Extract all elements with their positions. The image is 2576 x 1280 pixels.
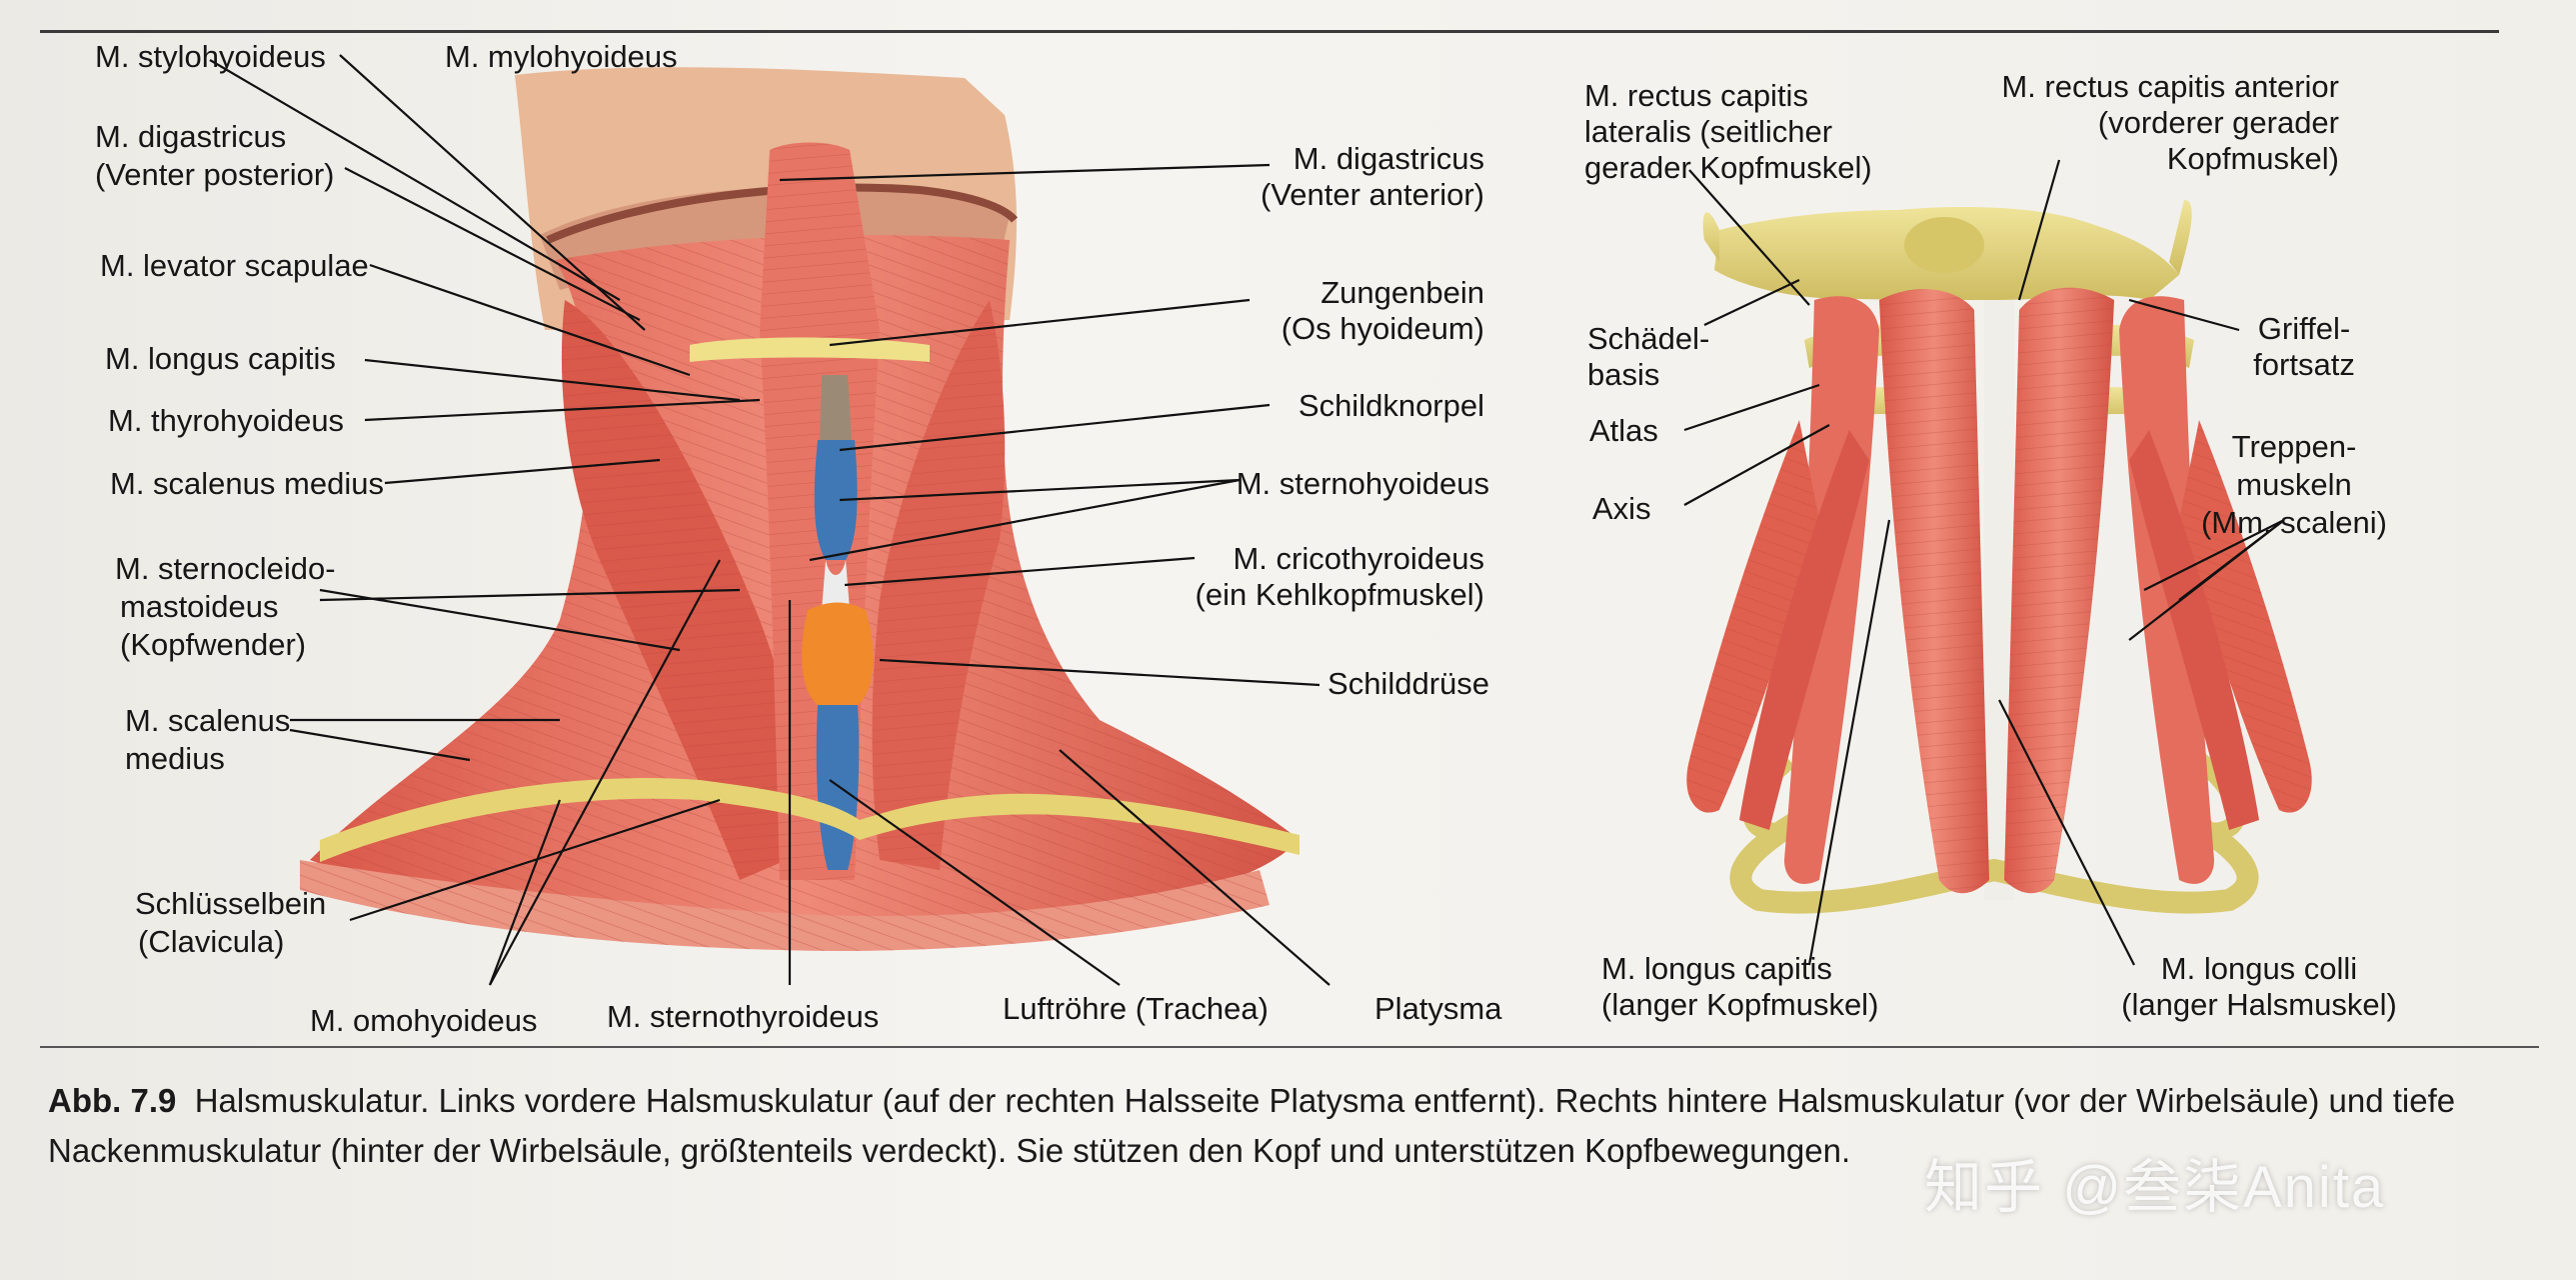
label-rectus-lateralis-3: gerader Kopfmuskel) (1584, 150, 1872, 185)
label-platysma: Platysma (1374, 991, 1502, 1026)
top-rule (40, 30, 2499, 33)
label-sternohyoideus: M. sternohyoideus (1236, 466, 1489, 501)
label-schildknorpel: Schildknorpel (1297, 388, 1484, 423)
label-os-hyoideum: (Os hyoideum) (1281, 311, 1484, 346)
label-longus-colli-2: (langer Halsmuskel) (2121, 987, 2397, 1022)
label-longus-colli-1: M. longus colli (2160, 951, 2358, 986)
label-atlas: Atlas (1589, 413, 1658, 448)
label-griffelfortsatz-1: Griffel- (2257, 311, 2351, 346)
caption-line-1: Abb. 7.9 Halsmuskulatur. Links vordere H… (48, 1076, 2537, 1126)
caption-text-1: Halsmuskulatur. Links vordere Halsmuskul… (194, 1082, 2456, 1119)
label-zungenbein: Zungenbein (1320, 275, 1484, 310)
label-clavicula-2: (Clavicula) (138, 924, 285, 959)
figure-caption: Abb. 7.9 Halsmuskulatur. Links vordere H… (48, 1076, 2537, 1176)
label-omohyoideus: M. omohyoideus (310, 1003, 538, 1038)
caption-line-2: Nackenmuskulatur (hinter der Wirbelsäule… (48, 1132, 1851, 1169)
label-clavicula-1: Schlüsselbein (135, 886, 327, 921)
label-schilddruse: Schilddrüse (1327, 666, 1489, 701)
caption-rule (40, 1046, 2539, 1048)
leader-lines (209, 54, 2285, 986)
label-rectus-lateralis-2: lateralis (seitlicher (1584, 114, 1833, 149)
label-treppenmuskeln-2: muskeln (2236, 467, 2352, 502)
label-sternothyroideus: M. sternothyroideus (607, 999, 880, 1034)
label-rectus-anterior-1: M. rectus capitis anterior (2001, 69, 2339, 104)
label-thyrohyoideus: M. thyrohyoideus (108, 403, 345, 438)
label-schadelbasis-1: Schädel- (1587, 321, 1710, 356)
label-longus-capitis-right-2: (langer Kopfmuskel) (1601, 987, 1879, 1022)
label-scalenus-medius-lower-1: M. scalenus (125, 703, 291, 738)
label-sternocleido-2: mastoideus (120, 589, 279, 624)
anterior-neck-figure (300, 67, 1299, 951)
label-scalenus-medius-upper: M. scalenus medius (110, 466, 384, 501)
label-sternocleido-1: M. sternocleido- (115, 551, 336, 586)
label-digastricus-anterior-2: (Venter anterior) (1261, 177, 1484, 212)
label-longus-capitis-right-1: M. longus capitis (1601, 951, 1832, 986)
figure-number: Abb. 7.9 (48, 1082, 177, 1119)
label-stylohyoideus: M. stylohyoideus (95, 39, 326, 74)
prevertebral-muscles-figure (1686, 200, 2312, 914)
label-scalenus-medius-lower-2: medius (125, 741, 225, 776)
label-mm-scaleni: (Mm. scaleni) (2200, 505, 2387, 540)
label-treppenmuskeln-1: Treppen- (2231, 429, 2357, 464)
label-cricothyroideus-2: (ein Kehlkopfmuskel) (1195, 577, 1484, 612)
label-griffelfortsatz-2: fortsatz (2253, 347, 2355, 382)
label-digastricus-posterior-1: M. digastricus (95, 119, 287, 154)
label-trachea: Luftröhre (Trachea) (1003, 991, 1269, 1026)
label-mylohyoideus: M. mylohyoideus (445, 39, 678, 74)
label-schadelbasis-2: basis (1587, 357, 1660, 392)
label-axis: Axis (1592, 491, 1651, 526)
label-longus-capitis-left: M. longus capitis (105, 341, 336, 376)
label-rectus-anterior-3: Kopfmuskel) (2166, 141, 2339, 176)
label-digastricus-posterior-2: (Venter posterior) (95, 157, 335, 192)
label-levator-scapulae: M. levator scapulae (100, 248, 369, 283)
label-rectus-anterior-2: (vorderer gerader (2097, 105, 2339, 140)
watermark: 知乎 @叁柒Anita (1924, 1155, 2386, 1220)
label-sternocleido-3: (Kopfwender) (120, 627, 307, 662)
label-rectus-lateralis-1: M. rectus capitis (1584, 78, 1808, 113)
label-cricothyroideus-1: M. cricothyroideus (1233, 541, 1484, 576)
label-digastricus-anterior-1: M. digastricus (1292, 141, 1484, 176)
